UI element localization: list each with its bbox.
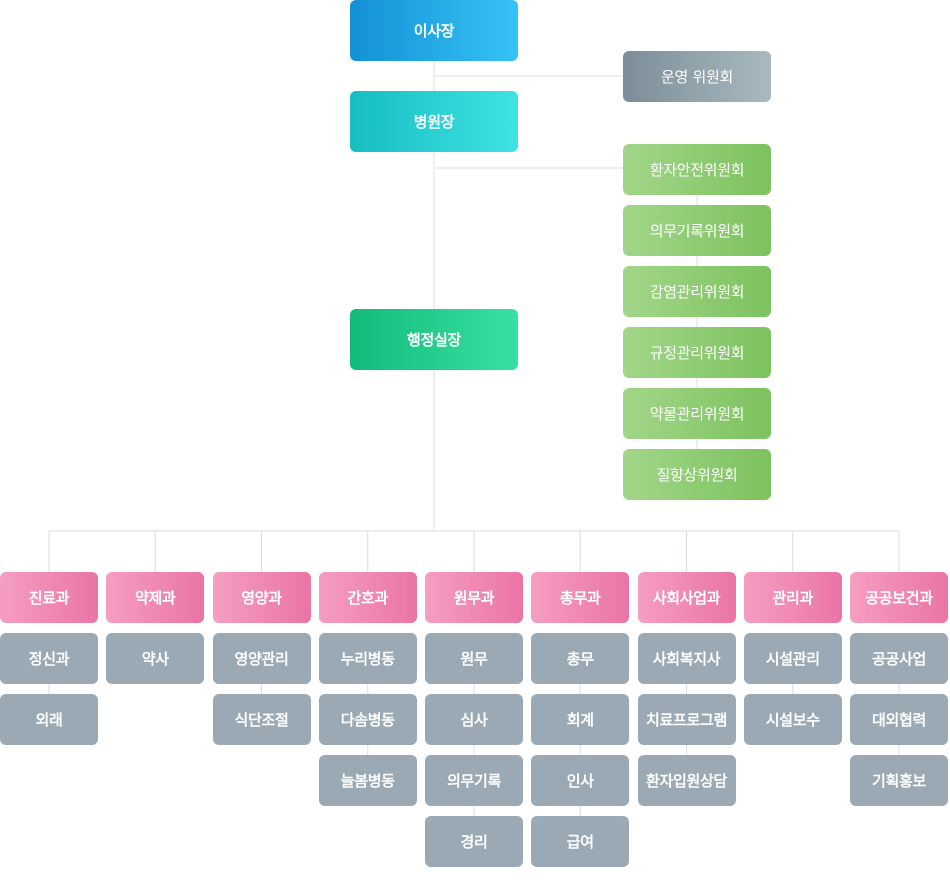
committee-box-5[interactable]: 약물관리위원회 xyxy=(623,388,771,439)
hospital-director-box[interactable]: 병원장 xyxy=(350,91,518,152)
department-5-unit-1[interactable]: 원무 xyxy=(425,633,523,684)
department-box-9[interactable]: 공공보건과 xyxy=(850,572,948,623)
department-box-2[interactable]: 약제과 xyxy=(106,572,205,623)
department-7-unit-2[interactable]: 치료프로그램 xyxy=(637,694,736,745)
department-box-1[interactable]: 진료과 xyxy=(0,572,98,623)
committee-box-3[interactable]: 감염관리위원회 xyxy=(623,266,771,317)
department-4-unit-2[interactable]: 다솜병동 xyxy=(318,694,417,745)
department-8-unit-2[interactable]: 시설보수 xyxy=(743,694,842,745)
department-8-unit-1[interactable]: 시설관리 xyxy=(743,633,842,684)
department-box-5[interactable]: 원무과 xyxy=(425,572,523,623)
department-box-8[interactable]: 관리과 xyxy=(743,572,842,623)
department-6-unit-2[interactable]: 회계 xyxy=(531,694,630,745)
department-9-unit-2[interactable]: 대외협력 xyxy=(850,694,948,745)
committee-box-2[interactable]: 의무기록위원회 xyxy=(623,205,771,256)
department-3-unit-2[interactable]: 식단조절 xyxy=(212,694,311,745)
department-4-unit-1[interactable]: 누리병동 xyxy=(318,633,417,684)
committee-box-1[interactable]: 환자안전위원회 xyxy=(623,144,771,195)
chairman-box[interactable]: 이사장 xyxy=(350,0,518,61)
department-1-unit-2[interactable]: 외래 xyxy=(0,694,98,745)
department-9-unit-3[interactable]: 기획홍보 xyxy=(850,755,948,806)
department-5-unit-3[interactable]: 의무기록 xyxy=(425,755,523,806)
department-box-7[interactable]: 사회사업과 xyxy=(637,572,736,623)
committee-box-6[interactable]: 질향상위원회 xyxy=(623,449,771,500)
department-6-unit-1[interactable]: 총무 xyxy=(531,633,630,684)
department-5-unit-2[interactable]: 심사 xyxy=(425,694,523,745)
department-2-unit-1[interactable]: 약사 xyxy=(106,633,205,684)
administrative-director-box[interactable]: 행정실장 xyxy=(350,309,518,370)
department-7-unit-1[interactable]: 사회복지사 xyxy=(637,633,736,684)
department-4-unit-3[interactable]: 늘봄병동 xyxy=(318,755,417,806)
department-3-unit-1[interactable]: 영양관리 xyxy=(212,633,311,684)
department-box-6[interactable]: 총무과 xyxy=(531,572,630,623)
department-box-3[interactable]: 영양과 xyxy=(212,572,311,623)
operation-committee-box[interactable]: 운영 위원회 xyxy=(623,51,771,102)
department-1-unit-1[interactable]: 정신과 xyxy=(0,633,98,684)
department-6-unit-3[interactable]: 인사 xyxy=(531,755,630,806)
department-7-unit-3[interactable]: 환자입원상담 xyxy=(637,755,736,806)
department-6-unit-4[interactable]: 급여 xyxy=(531,816,630,867)
committee-box-4[interactable]: 규정관리위원회 xyxy=(623,327,771,378)
department-5-unit-4[interactable]: 경리 xyxy=(425,816,523,867)
department-box-4[interactable]: 간호과 xyxy=(318,572,417,623)
department-9-unit-1[interactable]: 공공사업 xyxy=(850,633,948,684)
